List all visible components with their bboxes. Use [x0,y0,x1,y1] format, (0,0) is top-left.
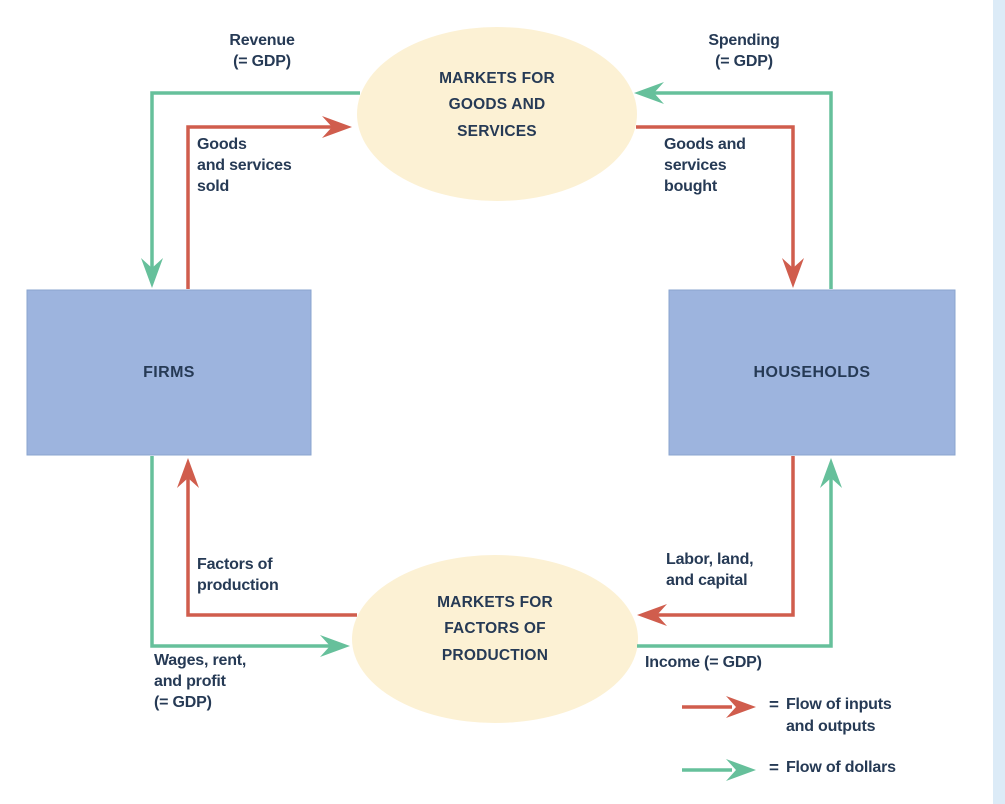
red-arrow-icon [682,696,756,718]
flow-income-arrow [637,458,842,648]
flow-factors-arrow [177,458,357,617]
households-box [668,289,956,456]
green-arrow-icon [682,759,756,781]
firms-label: FIRMS [143,363,195,381]
flow-labor-arrow [637,456,795,626]
spending-label: Spending (= GDP) [708,32,780,71]
legend-item-dollars: = Flow of dollars [680,757,896,782]
households-label: HOUSEHOLDS [753,363,871,381]
factors-of-production-label: Factors of production [197,556,279,595]
equals-sign: = [769,695,779,714]
markets-factors-ellipse [352,555,638,723]
legend-label: Flow of dollars [785,759,896,776]
revenue-label: Revenue (= GDP) [229,32,295,71]
markets-goods-ellipse [357,27,637,201]
page-edge-strip [993,0,1005,804]
flow-goods-bought-arrow [636,125,804,288]
goods-bought-label: Goods and services bought [664,136,746,196]
goods-sold-label: Goods and services sold [197,136,292,196]
flow-goods-sold-arrow [186,116,352,289]
flow-revenue-arrow [141,91,360,288]
flow-spending-arrow [634,82,833,289]
flow-wages-arrow [150,456,350,657]
income-label: Income (= GDP) [645,654,762,671]
firms-box [26,289,312,456]
labor-land-capital-label: Labor, land, and capital [666,551,754,590]
legend-item-inputs-outputs: = Flow of inputs and outputs [680,694,892,738]
markets-goods-label: MARKETS FOR GOODS AND SERVICES [439,70,555,140]
markets-factors-label: MARKETS FOR FACTORS OF PRODUCTION [437,594,553,664]
legend-label: Flow of inputs and outputs [785,696,892,735]
wages-rent-profit-label: Wages, rent, and profit (= GDP) [154,652,247,712]
equals-sign: = [769,758,779,777]
